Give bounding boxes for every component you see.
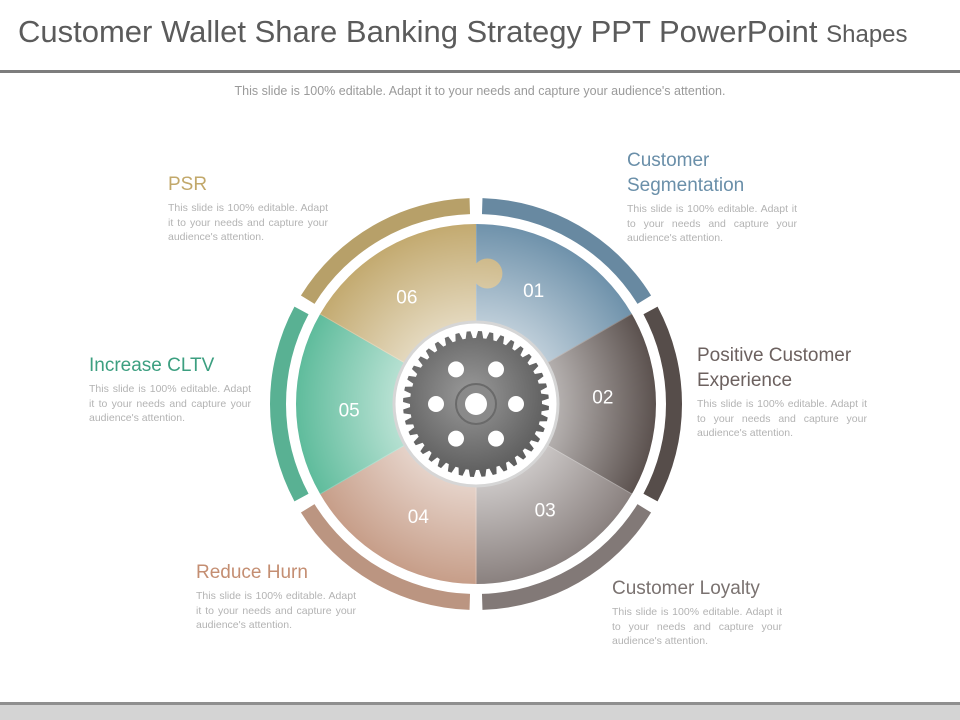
footer-rule: [0, 702, 960, 705]
outer-band-positive-customer-experience: [643, 306, 683, 502]
label-increase-cltv-description: This slide is 100% editable. Adapt it to…: [89, 383, 251, 424]
gear-axle: [465, 393, 487, 415]
label-positive-customer-experience-description: This slide is 100% editable. Adapt it to…: [697, 398, 867, 439]
slide-title: Customer Wallet Share Banking Strategy P…: [18, 14, 908, 50]
label-customer-segmentation: Customer Segmentation This slide is 100%…: [627, 148, 797, 246]
label-customer-loyalty: Customer Loyalty This slide is 100% edit…: [612, 576, 782, 649]
slide-title-tail: Shapes: [826, 21, 908, 48]
label-reduce-hurn-description: This slide is 100% editable. Adapt it to…: [196, 590, 356, 631]
slide-title-main: Customer Wallet Share Banking Strategy P…: [18, 14, 818, 49]
outer-band-customer-loyalty: [481, 504, 652, 610]
segment-number-customer-loyalty: 03: [535, 501, 556, 522]
segment-number-increase-cltv: 05: [339, 401, 360, 422]
segment-number-psr: 06: [396, 287, 417, 308]
slide-subtitle: This slide is 100% editable. Adapt it to…: [234, 84, 726, 98]
gear-hole: [508, 396, 524, 412]
gear-hole: [448, 430, 464, 447]
label-psr: PSR This slide is 100% editable. Adapt i…: [168, 172, 328, 245]
segment-number-reduce-hurn: 04: [408, 507, 430, 528]
segment-number-positive-customer-experience: 02: [592, 387, 613, 408]
label-increase-cltv: Increase CLTV This slide is 100% editabl…: [89, 353, 251, 426]
label-reduce-hurn: Reduce Hurn This slide is 100% editable.…: [196, 560, 356, 633]
label-customer-segmentation-description: This slide is 100% editable. Adapt it to…: [627, 203, 797, 244]
gear-hole: [448, 361, 464, 378]
outer-band-psr: [300, 198, 471, 304]
label-customer-segmentation-title: Customer Segmentation: [627, 150, 745, 196]
outer-band-reduce-hurn: [300, 504, 471, 610]
label-positive-customer-experience: Positive Customer Experience This slide …: [697, 343, 867, 441]
label-positive-customer-experience-title: Positive Customer Experience: [697, 345, 852, 391]
gear-icon: [403, 331, 549, 477]
gear-hole: [428, 396, 444, 412]
label-increase-cltv-title: Increase CLTV: [89, 355, 215, 376]
title-rule: [0, 70, 960, 73]
label-psr-description: This slide is 100% editable. Adapt it to…: [168, 202, 328, 243]
outer-band-customer-segmentation: [481, 198, 652, 304]
label-psr-title: PSR: [168, 174, 208, 195]
footer-band: [0, 702, 960, 720]
label-reduce-hurn-title: Reduce Hurn: [196, 562, 308, 583]
label-customer-loyalty-description: This slide is 100% editable. Adapt it to…: [612, 606, 782, 647]
segment-number-customer-segmentation: 01: [523, 281, 544, 302]
gear-hole: [488, 430, 504, 447]
outer-band-increase-cltv: [269, 306, 309, 502]
label-customer-loyalty-title: Customer Loyalty: [612, 578, 760, 599]
gear-hole: [488, 361, 504, 378]
